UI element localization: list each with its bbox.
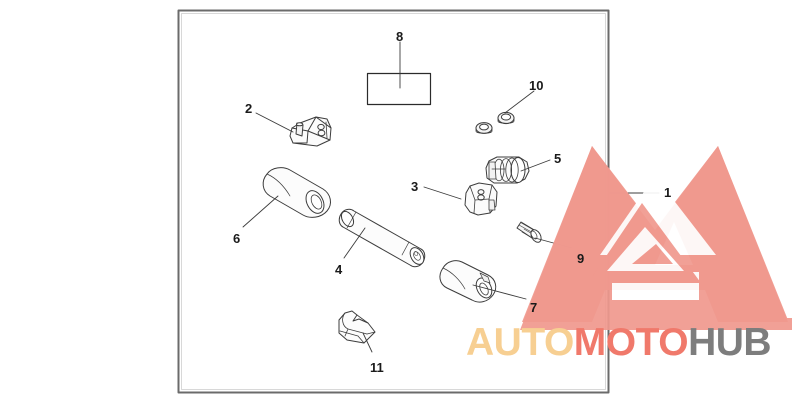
leader-11 (362, 332, 373, 353)
wordmark-segment-moto: MOTO (574, 321, 688, 364)
callout-label-11: 11 (370, 360, 384, 375)
part-8-control-module-box (366, 72, 432, 106)
automotohub-triangle-detail (520, 146, 792, 330)
wordmark-segment-hub: HUB (688, 321, 771, 364)
leader-7 (472, 284, 527, 300)
automotohub-wordmark: AUTOMOTOHUB (466, 321, 772, 364)
part-11-wire-retaining-clip (338, 310, 376, 344)
part-5-cable-clamp (485, 156, 530, 184)
part-6-grip-end-cap-left (262, 167, 331, 218)
leader-4 (343, 227, 366, 259)
callout-label-6: 6 (233, 231, 241, 246)
part-2-mounting-bracket (289, 116, 332, 147)
callout-label-10: 10 (529, 78, 544, 93)
leader-5 (520, 159, 551, 172)
callout-label-3: 3 (411, 179, 419, 194)
svg-text:AUTOMOTOHUB: AUTOMOTOHUB (466, 321, 771, 364)
wordmark-segment-auto: AUTO (466, 321, 574, 364)
callout-label-9: 9 (577, 251, 585, 266)
leader-3 (423, 186, 462, 200)
part-4-grip-tube (338, 208, 426, 268)
callout-label-4: 4 (335, 262, 343, 277)
callout-label-8: 8 (396, 29, 404, 44)
callout-label-5: 5 (554, 151, 562, 166)
callout-label-2: 2 (245, 101, 253, 116)
part-10-washer-and-nut (475, 111, 515, 134)
part-3-mounting-bracket (464, 182, 498, 216)
callout-label-1: 1 (664, 185, 672, 200)
leader-10 (504, 90, 535, 114)
leader-2 (255, 112, 294, 133)
callout-label-7: 7 (530, 300, 538, 315)
leader-6 (242, 195, 279, 228)
